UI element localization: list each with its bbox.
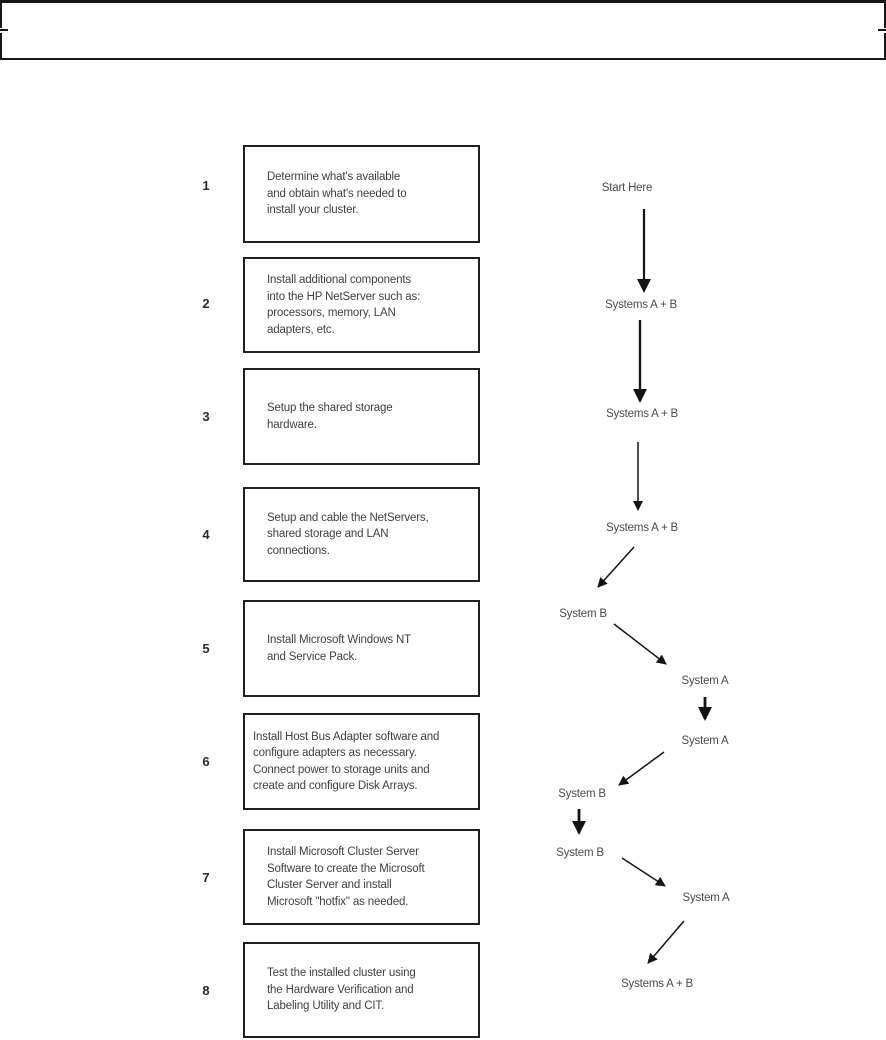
step-number-1: 1 — [202, 178, 210, 193]
step-box-1: Determine what's available and obtain wh… — [243, 145, 480, 243]
flow-label-5: System A — [681, 675, 729, 687]
flow-label-3: Systems A + B — [606, 522, 678, 534]
step-text-8: Test the installed cluster using the Har… — [267, 967, 416, 1013]
flow-label-8: System B — [556, 847, 604, 859]
step-number-5: 5 — [202, 641, 210, 656]
header-border-top — [0, 0, 886, 3]
header-border-left — [0, 2, 2, 28]
flow-label-0: Start Here — [601, 182, 653, 194]
header-border-right — [884, 33, 886, 58]
step-number-4: 4 — [202, 527, 210, 542]
header-border-bottom — [0, 58, 886, 60]
step-box-4: Setup and cable the NetServers, shared s… — [243, 487, 480, 582]
flow-arrow-3 — [597, 546, 635, 588]
flow-arrow-8 — [621, 857, 666, 887]
step-box-3: Setup the shared storage hardware. — [243, 368, 480, 465]
step-number-2: 2 — [202, 296, 210, 311]
header-row-divider-tick-left — [0, 29, 8, 31]
flow-label-1: Systems A + B — [605, 299, 677, 311]
flow-label-6: System A — [681, 735, 729, 747]
step-text-2: Install additional components into the H… — [267, 274, 421, 336]
header-bar — [0, 0, 886, 62]
step-box-2: Install additional components into the H… — [243, 257, 480, 353]
step-number-8: 8 — [202, 983, 210, 998]
step-number-3: 3 — [202, 409, 210, 424]
step-box-5: Install Microsoft Windows NT and Service… — [243, 600, 480, 697]
flow-label-9: System A — [682, 892, 730, 904]
step-box-8: Test the installed cluster using the Har… — [243, 942, 480, 1038]
step-box-7: Install Microsoft Cluster Server Softwar… — [243, 829, 480, 925]
flow-arrow-6 — [618, 751, 665, 786]
step-text-7: Install Microsoft Cluster Server Softwar… — [267, 846, 425, 908]
step-text-5: Install Microsoft Windows NT and Service… — [267, 634, 412, 663]
flow-arrow-9 — [647, 920, 685, 964]
step-text-4: Setup and cable the NetServers, shared s… — [267, 511, 429, 557]
flow-label-2: Systems A + B — [606, 408, 678, 420]
step-text-6: Install Host Bus Adapter software and co… — [253, 730, 440, 793]
step-text-3: Setup the shared storage hardware. — [267, 402, 393, 431]
header-border-right — [884, 2, 886, 28]
step-number-7: 7 — [202, 870, 210, 885]
step-number-6: 6 — [202, 754, 210, 769]
step-text-1: Determine what's available and obtain wh… — [267, 171, 407, 217]
step-box-6: Install Host Bus Adapter software and co… — [243, 713, 480, 810]
flow-label-4: System B — [559, 608, 607, 620]
flow-arrow-4 — [613, 623, 667, 665]
header-border-left — [0, 33, 2, 58]
flow-label-10: Systems A + B — [621, 978, 693, 990]
header-row-divider-tick-right — [878, 29, 886, 31]
flow-label-7: System B — [558, 788, 606, 800]
